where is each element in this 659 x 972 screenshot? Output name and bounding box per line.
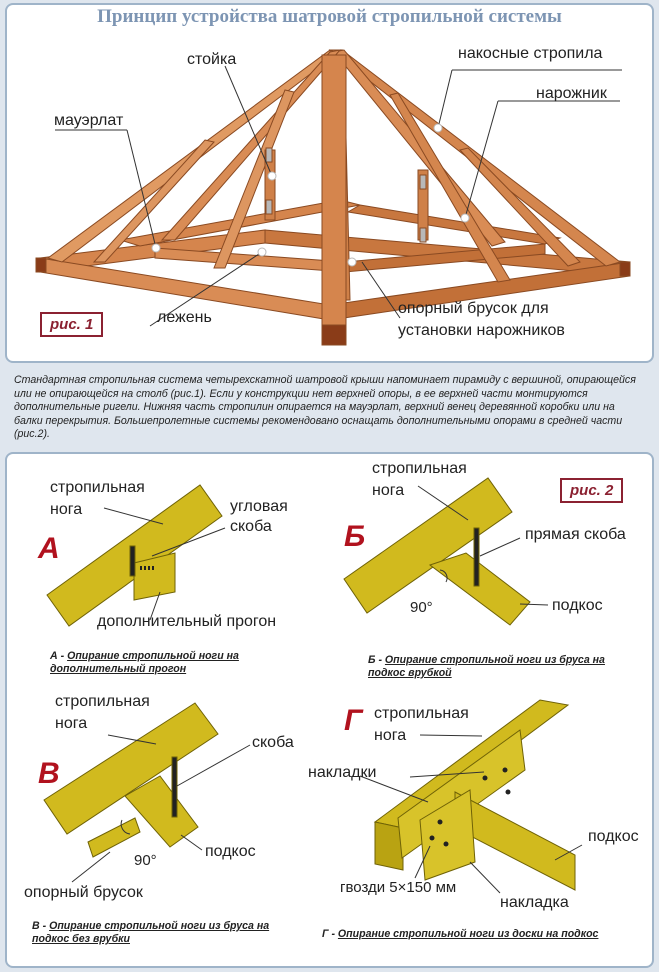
detail-a xyxy=(46,484,223,627)
jack-rafter xyxy=(213,89,295,269)
detail-v-podkos: подкос xyxy=(205,843,256,860)
detail-b-skoba: прямая скоба xyxy=(525,526,626,543)
beam-end xyxy=(35,257,47,273)
detail-v-leg-2: нога xyxy=(55,715,88,732)
metal-plate xyxy=(265,199,273,215)
bracket xyxy=(171,756,178,818)
label-narozhnik: нарожник xyxy=(536,85,607,102)
roof-frame xyxy=(35,49,631,346)
jack-rafter xyxy=(92,139,215,263)
metal-plate xyxy=(419,174,427,190)
detail-a-letter: А xyxy=(38,532,60,565)
detail-b-letter: Б xyxy=(344,520,366,553)
brace xyxy=(124,775,199,848)
detail-g-nakladka: накладка xyxy=(500,894,569,911)
detail-b-angle: 90° xyxy=(410,599,433,616)
detail-b-podkos: подкос xyxy=(552,597,603,614)
rafter-leg xyxy=(343,477,513,614)
fig1-markers xyxy=(151,123,470,267)
detail-b-caption: Б - Опирание стропильной ноги из бруса н… xyxy=(368,654,605,679)
straight-bracket xyxy=(473,527,480,587)
label-mauerlat: мауэрлат xyxy=(54,112,124,129)
corner-bracket xyxy=(129,545,136,577)
support-block xyxy=(87,817,141,858)
detail-b xyxy=(343,477,531,626)
detail-b-leg-2: нога xyxy=(372,482,405,499)
label-opornyi-2: установки нарожников xyxy=(398,322,565,339)
rafter-leg xyxy=(43,702,219,835)
detail-v-caption: В - Опирание стропильной ноги из бруса н… xyxy=(32,920,270,945)
detail-g-letter: Г xyxy=(344,704,363,737)
rafter-board xyxy=(374,821,404,871)
detail-v-brusok: опорный брусок xyxy=(24,884,143,901)
detail-g-leg-1: стропильная xyxy=(374,705,469,722)
extra-purlin xyxy=(133,552,176,601)
detail-a-progon: дополнительный прогон xyxy=(97,613,277,630)
detail-b-leg-1: стропильная xyxy=(372,460,467,477)
fig2-tag: рис. 2 xyxy=(560,478,624,503)
detail-v-skoba: скоба xyxy=(252,734,294,751)
nails xyxy=(429,767,511,847)
detail-a-leg-2: нога xyxy=(50,501,83,518)
central-column-base xyxy=(321,324,347,346)
detail-g-leg-2: нога xyxy=(374,727,407,744)
detail-v-leg-1: стропильная xyxy=(55,693,150,710)
fig1-tag: рис. 1 xyxy=(40,312,104,337)
detail-a-skoba-1: угловая xyxy=(230,498,288,515)
beam-end xyxy=(619,261,631,277)
detail-v-angle: 90° xyxy=(134,852,157,869)
metal-plate xyxy=(419,227,427,243)
detail-a-caption: А - Опирание стропильной ноги на дополни… xyxy=(50,650,239,675)
detail-g-nakladki: накладки xyxy=(308,764,377,781)
fig2-leaders xyxy=(71,485,583,894)
detail-v xyxy=(43,702,219,858)
jack-rafter xyxy=(459,147,581,267)
hip-rafter xyxy=(160,49,342,241)
detail-g-podkos: подкос xyxy=(588,828,639,845)
label-opornyi-1: опорный брусок для xyxy=(398,300,549,317)
detail-a-leg-1: стропильная xyxy=(50,479,145,496)
detail-g xyxy=(373,699,576,891)
page-title: Принцип устройства шатровой стропильной … xyxy=(97,6,562,27)
fig1-leaders xyxy=(55,65,622,327)
detail-v-letter: В xyxy=(38,757,60,790)
label-stoyka: стойка xyxy=(187,51,237,68)
metal-plate xyxy=(265,147,273,163)
brace xyxy=(428,552,531,626)
detail-g-gvozdi: гвозди 5×150 мм xyxy=(340,879,457,896)
detail-a-skoba-2: скоба xyxy=(230,518,272,535)
label-lezhen: лежень xyxy=(157,309,212,326)
label-nakosnye: накосные стропила xyxy=(458,45,603,62)
description-text: Стандартная стропильная система четырехс… xyxy=(14,374,636,440)
detail-g-caption: Г - Опирание стропильной ноги из доски н… xyxy=(322,928,599,940)
